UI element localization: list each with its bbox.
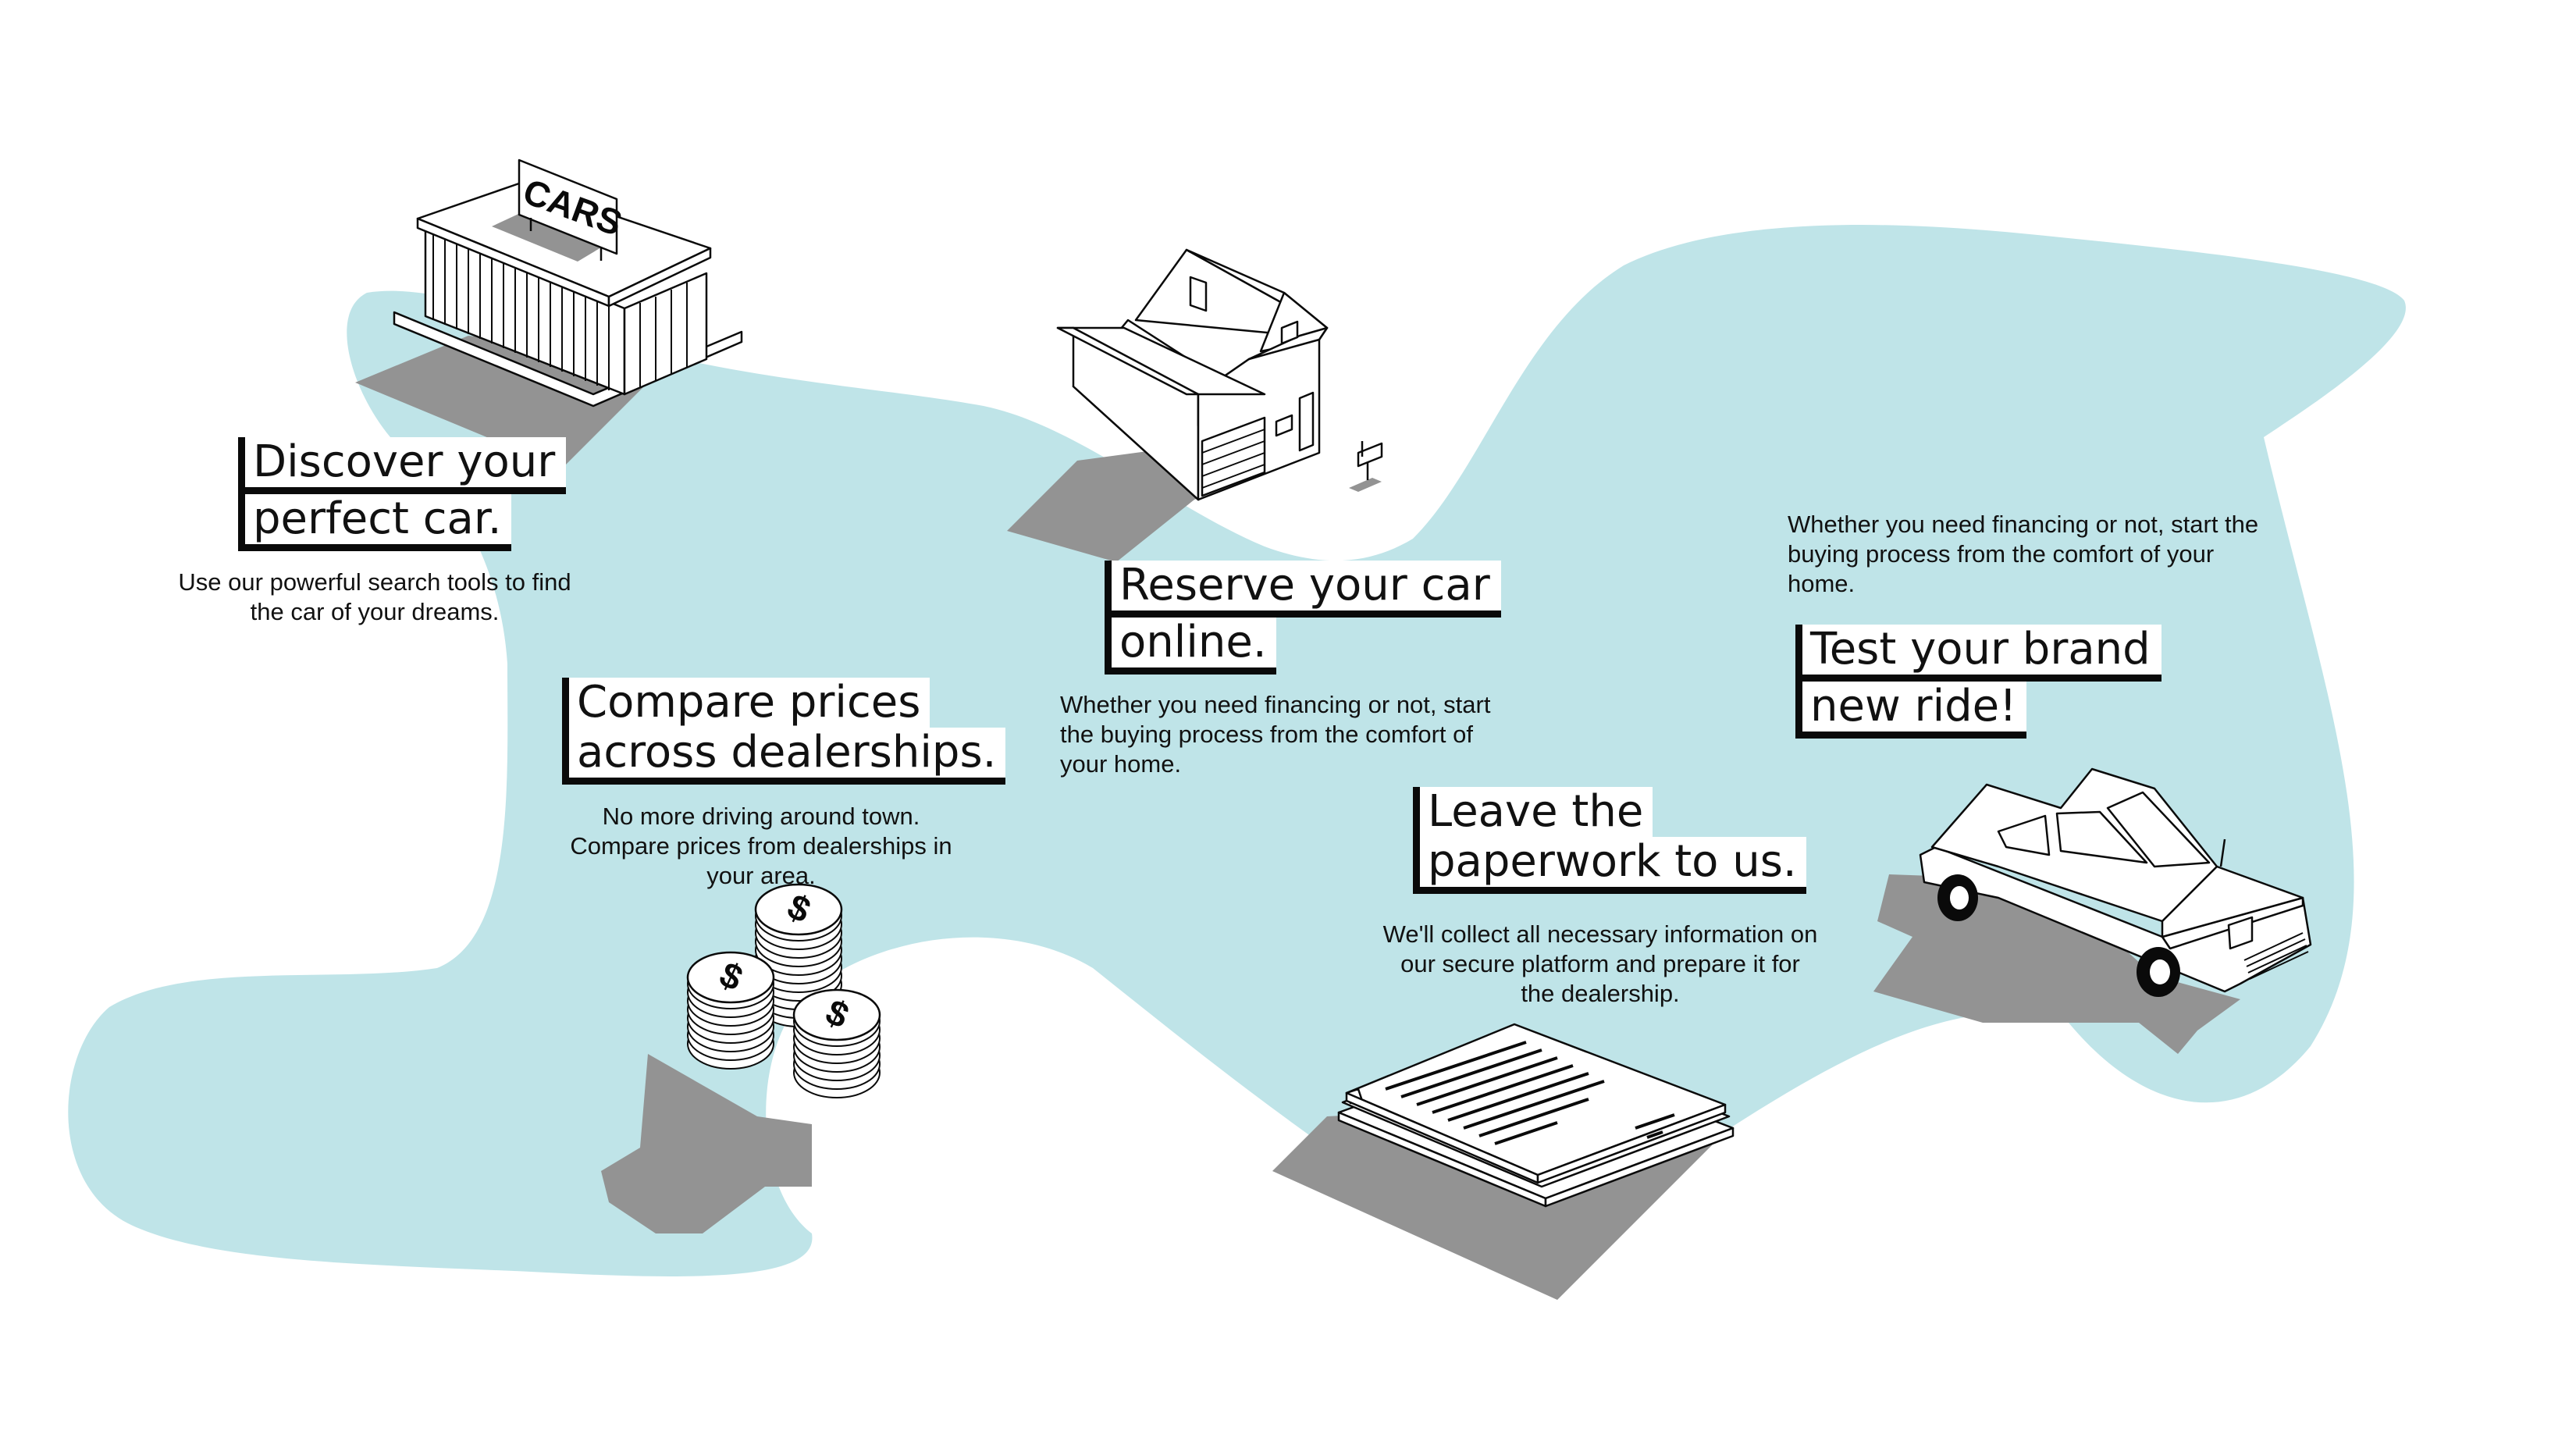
step-test-drive: Test your brand new ride! bbox=[1795, 625, 2161, 739]
sedan-car-icon bbox=[1873, 767, 2312, 1054]
house-icon bbox=[1007, 248, 1383, 562]
step-compare-title: Compare prices across dealerships. bbox=[562, 678, 1006, 785]
step-reserve-title-line-2: online. bbox=[1105, 618, 1276, 675]
step-reserve-title-line-1: Reserve your car bbox=[1105, 561, 1501, 618]
step-paperwork-title-line-1: Leave the bbox=[1413, 787, 1653, 837]
coin-top bbox=[792, 988, 881, 1041]
step-discover: Discover your perfect car. bbox=[238, 437, 567, 551]
car-dealership-icon: CARS bbox=[355, 158, 743, 468]
step-reserve-description: Whether you need financing or not, start… bbox=[1060, 691, 1491, 778]
documents-icon bbox=[1272, 1023, 1735, 1300]
step-discover-title-line-1: Discover your bbox=[238, 437, 567, 494]
step-discover-title: Discover your perfect car. bbox=[238, 437, 567, 551]
step-test-drive-description: Whether you need financing or not, start… bbox=[1788, 511, 2259, 597]
step-test-drive-title-line-2: new ride! bbox=[1795, 682, 2026, 739]
coin-top bbox=[686, 951, 775, 1004]
step-paperwork: Leave the paperwork to us. bbox=[1413, 787, 1806, 894]
background-blob bbox=[68, 225, 2406, 1276]
step-discover-title-line-2: perfect car. bbox=[238, 494, 511, 551]
step-compare-title-line-2: across dealerships. bbox=[562, 728, 1006, 785]
step-test-drive-title: Test your brand new ride! bbox=[1795, 625, 2161, 739]
step-reserve: Reserve your car online. bbox=[1105, 561, 1501, 675]
coin-top bbox=[754, 883, 843, 936]
step-compare: Compare prices across dealerships. bbox=[562, 678, 1006, 785]
step-test-drive-title-line-1: Test your brand bbox=[1795, 625, 2161, 682]
dollar-coins-icon: $ $ $ bbox=[601, 883, 881, 1233]
step-compare-title-line-1: Compare prices bbox=[562, 678, 930, 728]
step-paperwork-title: Leave the paperwork to us. bbox=[1413, 787, 1806, 894]
step-compare-description: No more driving around town. Compare pri… bbox=[570, 803, 952, 889]
step-paperwork-title-line-2: paperwork to us. bbox=[1413, 837, 1806, 894]
step-discover-description: Use our powerful search tools to find th… bbox=[178, 568, 571, 625]
step-reserve-title: Reserve your car online. bbox=[1105, 561, 1501, 675]
step-paperwork-description: We'll collect all necessary information … bbox=[1382, 920, 1818, 1007]
